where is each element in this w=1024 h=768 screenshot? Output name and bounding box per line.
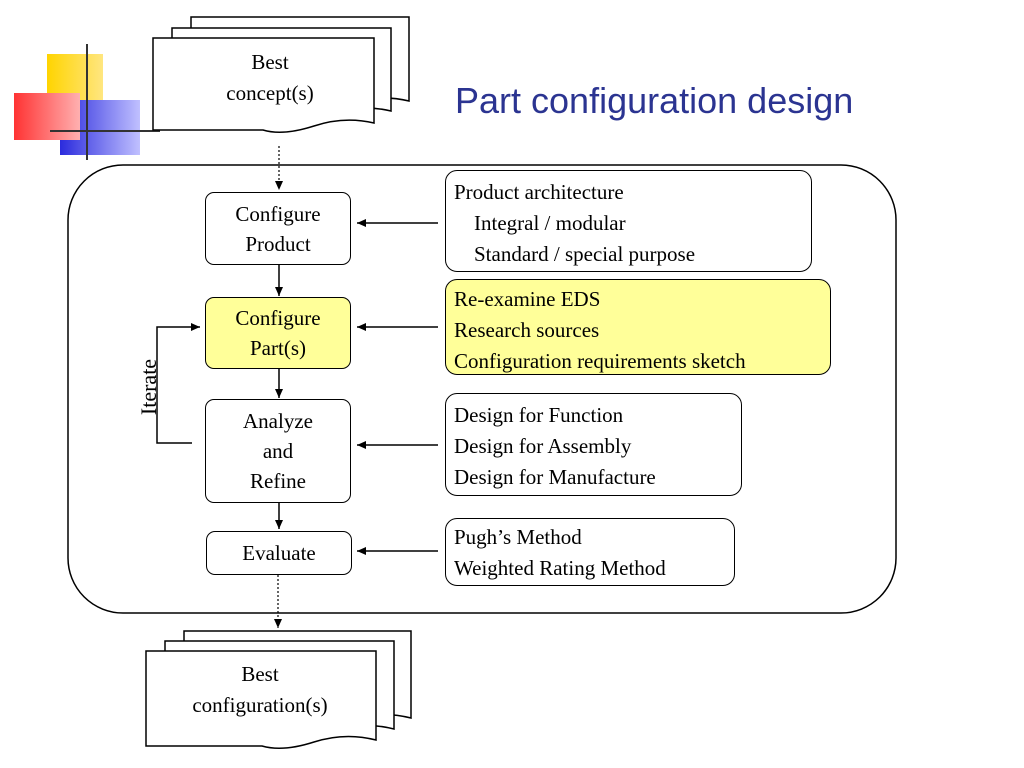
iterate-label: Iterate <box>136 358 161 416</box>
process-container <box>67 164 897 614</box>
note-line: Pugh’s Method <box>454 525 582 549</box>
step-analyze-refine: Analyze and Refine <box>205 399 351 503</box>
step-label: Configure Part(s) <box>235 306 321 360</box>
input-document-label: Best concept(s) <box>226 50 314 105</box>
note-line: Design for Manufacture <box>454 465 656 489</box>
output-document-stack <box>145 630 412 749</box>
note-line: Integral / modular <box>474 211 626 235</box>
step-configure-product: Configure Product <box>205 192 351 265</box>
output-document-label: Best configuration(s) <box>192 662 328 717</box>
corner-decoration <box>14 44 160 160</box>
note-evaluation-methods: Pugh’s Method Weighted Rating Method <box>445 518 735 586</box>
note-design-for: Design for Function Design for Assembly … <box>445 393 742 496</box>
note-product-architecture: Product architecture Integral / modular … <box>445 170 812 272</box>
note-line: Re-examine EDS <box>454 287 601 311</box>
note-line: Design for Function <box>454 403 624 427</box>
step-label: Configure Product <box>235 201 321 256</box>
deco-red-square <box>14 93 80 140</box>
note-line: Research sources <box>454 318 600 342</box>
note-line: Configuration requirements sketch <box>454 349 746 373</box>
step-label: Analyze and Refine <box>243 409 313 493</box>
note-line: Standard / special purpose <box>474 242 696 266</box>
step-configure-parts: Configure Part(s) <box>205 297 351 369</box>
slide-title: Part configuration design <box>455 80 854 121</box>
note-line: Design for Assembly <box>454 434 632 458</box>
iterate-loop <box>156 323 200 444</box>
step-label: Evaluate <box>242 541 316 565</box>
note-configuration-requirements: Re-examine EDS Research sources Configur… <box>445 279 831 375</box>
note-line: Product architecture <box>454 180 624 204</box>
step-evaluate: Evaluate <box>206 531 352 575</box>
input-document-stack <box>152 16 410 133</box>
note-line: Weighted Rating Method <box>454 556 666 580</box>
